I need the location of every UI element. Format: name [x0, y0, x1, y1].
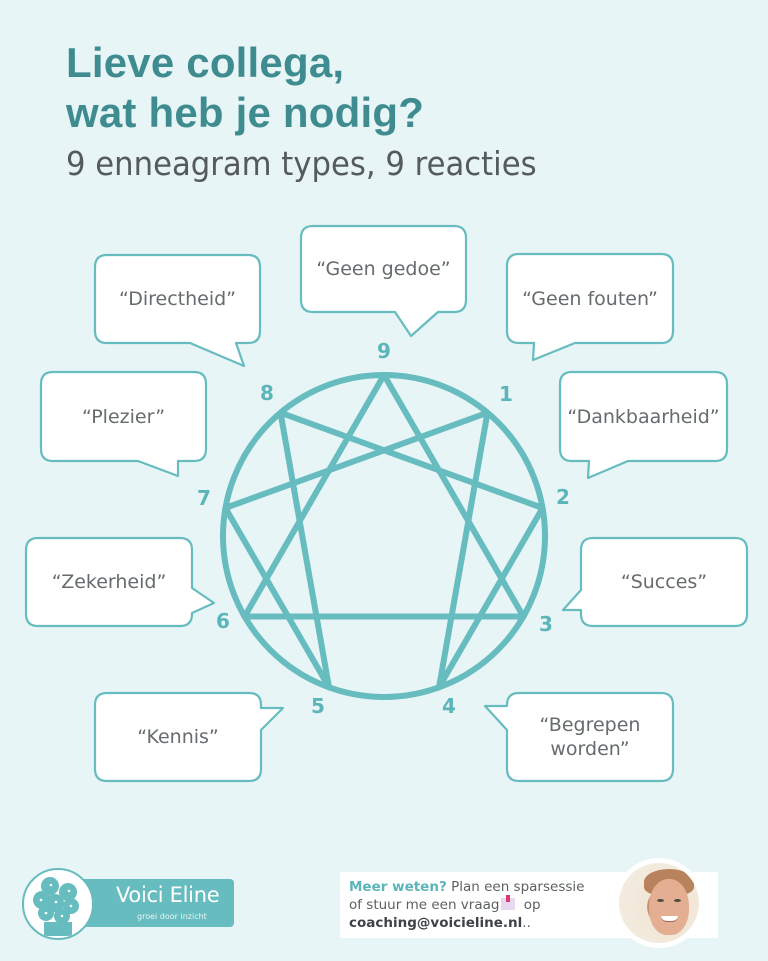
bubble-5	[93, 691, 285, 783]
type-number-6: 6	[216, 609, 230, 633]
brand-logo[interactable]: Voici Eline groei door inzicht	[22, 868, 234, 940]
avatar	[614, 858, 704, 948]
type-number-7: 7	[197, 486, 211, 510]
logo-tagline: groei door inzicht	[137, 912, 207, 921]
bubble-text-7: “Plezier”	[81, 405, 166, 428]
bubble-3	[561, 536, 749, 628]
cta-line1: Plan een sparsessie	[446, 879, 585, 895]
type-number-8: 8	[260, 381, 274, 405]
bubble-text-9: “Geen gedoe”	[316, 258, 451, 280]
email-link[interactable]: coaching@voicieline.nl	[349, 915, 523, 931]
bubble-6	[24, 536, 216, 628]
bubble-text-1: “Geen fouten”	[522, 287, 658, 310]
bubble-7	[39, 370, 208, 478]
bubble-text-3: “Succes”	[620, 571, 708, 593]
bubble-1	[505, 252, 675, 362]
enneagram-circle	[220, 372, 548, 700]
mail-download-icon	[501, 895, 516, 910]
cta-text: Meer weten? Plan een sparsessie of stuur…	[349, 878, 584, 932]
logo-name: Voici Eline	[116, 883, 220, 907]
type-number-9: 9	[377, 339, 391, 363]
type-number-5: 5	[311, 694, 325, 718]
bubble-text-2: “Dankbaarheid”	[567, 405, 720, 428]
bubble-text-8: “Directheid”	[118, 288, 237, 310]
bubble-2	[558, 370, 729, 480]
type-number-3: 3	[539, 612, 553, 636]
plant-icon	[22, 868, 94, 940]
bubble-4	[483, 691, 675, 783]
cta-line2-op: op	[519, 897, 541, 913]
bubble-8	[93, 253, 262, 368]
type-number-1: 1	[499, 382, 513, 406]
bubble-text-5: “Kennis”	[137, 726, 219, 748]
cta-trailing: ..	[522, 915, 531, 931]
enneagram-triangle	[241, 372, 527, 620]
avatar-photo	[619, 863, 699, 943]
page-title: Lieve collega, wat heb je nodig?	[66, 38, 424, 138]
enneagram-hexad	[222, 409, 546, 691]
bubble-9	[299, 224, 468, 338]
bubble-text-6: “Zekerheid”	[51, 571, 167, 593]
page-subtitle: 9 enneagram types, 9 reacties	[66, 144, 537, 183]
bubble-text-4: “Begrepen worden”	[539, 714, 641, 760]
type-number-2: 2	[556, 485, 570, 509]
cta-highlight: Meer weten?	[349, 879, 447, 895]
title-line-2: wat heb je nodig?	[66, 89, 425, 136]
type-number-4: 4	[442, 694, 456, 718]
title-line-1: Lieve collega,	[66, 39, 345, 86]
logo-banner	[72, 879, 234, 927]
cta-line2: of stuur me een vraag	[349, 897, 500, 913]
